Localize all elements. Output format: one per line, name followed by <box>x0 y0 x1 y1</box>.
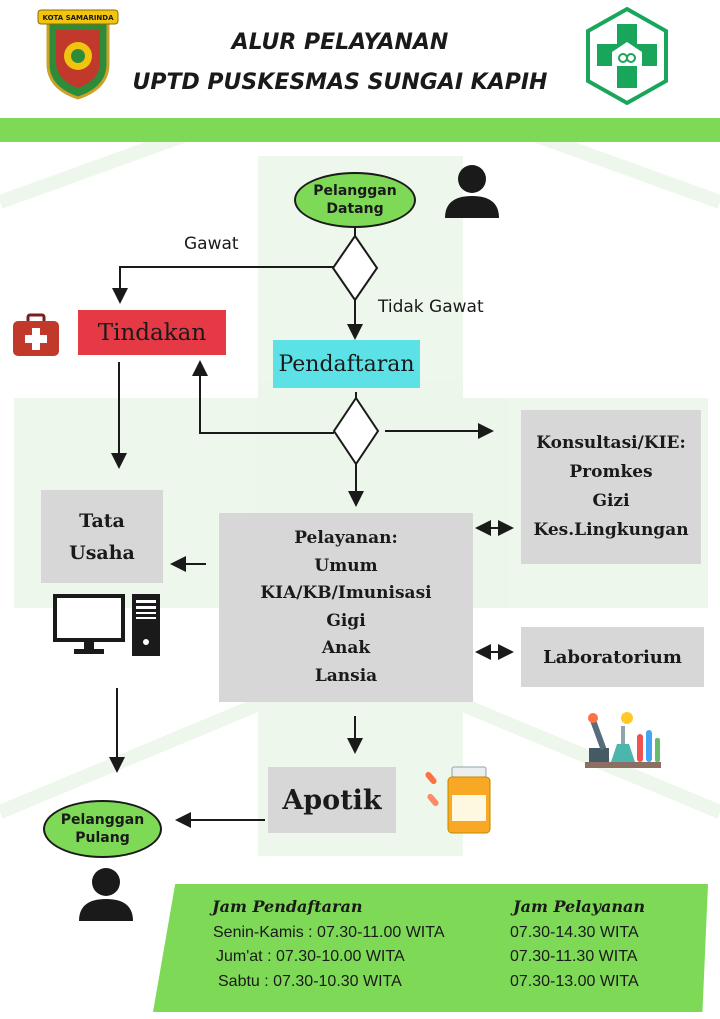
tindakan-label: Tindakan <box>97 319 207 346</box>
service-hours-row: 07.30-11.30 WITA <box>510 948 638 965</box>
pelayanan-item: Anak <box>321 638 371 658</box>
apotik-label: Apotik <box>282 784 382 816</box>
registration-hours-row: Senin-Kamis : 07.30-11.00 WITA <box>213 924 445 941</box>
tata-usaha-box: Tata Usaha <box>41 490 163 583</box>
page-title-line2: UPTD PUSKESMAS SUNGAI KAPIH <box>132 70 548 95</box>
computer-icon <box>53 594 160 656</box>
regional-emblem-icon: KOTA SAMARINDA <box>37 9 119 100</box>
laboratorium-label: Laboratorium <box>543 646 682 668</box>
laboratory-icon <box>585 712 661 768</box>
pelayanan-box: Pelayanan: Umum KIA/KB/Imunisasi Gigi An… <box>219 513 473 702</box>
first-aid-kit-icon <box>13 313 59 356</box>
konsultasi-item: Gizi <box>592 491 630 511</box>
tata-usaha-line: Tata <box>79 509 125 532</box>
konsultasi-title: Konsultasi/KIE: <box>536 433 686 453</box>
registration-hours-row: Jum'at : 07.30-10.00 WITA <box>216 948 405 965</box>
tindakan-box: Tindakan <box>78 310 226 355</box>
pendaftaran-label: Pendaftaran <box>278 351 415 377</box>
header-divider <box>0 118 720 142</box>
puskesmas-logo-icon <box>586 6 668 106</box>
konsultasi-item: Promkes <box>569 462 653 482</box>
gawat-label: Gawat <box>184 234 239 254</box>
pelayanan-item: Lansia <box>314 665 378 686</box>
person-icon <box>445 165 499 218</box>
tata-usaha-line: Usaha <box>69 541 135 564</box>
service-hours-heading: Jam Pelayanan <box>513 897 645 916</box>
end-label: Pelanggan Pulang <box>60 812 145 846</box>
pelayanan-item: Gigi <box>326 610 366 631</box>
konsultasi-item: Kes.Lingkungan <box>533 520 689 540</box>
pelayanan-item: KIA/KB/Imunisasi <box>260 583 432 603</box>
page-title-line1: ALUR PELAYANAN <box>231 30 449 55</box>
pendaftaran-box: Pendaftaran <box>273 340 420 388</box>
laboratorium-box: Laboratorium <box>521 627 704 687</box>
tidak-gawat-label: Tidak Gawat <box>378 297 484 317</box>
medicine-bottle-icon <box>425 766 491 834</box>
person-icon <box>79 868 133 921</box>
registration-hours-heading: Jam Pendaftaran <box>212 897 363 916</box>
start-label: Pelanggan Datang <box>313 183 397 217</box>
pelayanan-title: Pelayanan: <box>294 528 398 548</box>
end-node: Pelanggan Pulang <box>43 800 162 858</box>
pelayanan-item: Umum <box>314 555 378 576</box>
hours-panel <box>153 884 708 1012</box>
apotik-box: Apotik <box>268 767 396 833</box>
registration-hours-row: Sabtu : 07.30-10.30 WITA <box>218 973 402 990</box>
service-hours-row: 07.30-13.00 WITA <box>510 973 639 990</box>
service-hours-row: 07.30-14.30 WITA <box>510 924 639 941</box>
start-node: Pelanggan Datang <box>294 172 416 228</box>
emblem-caption: KOTA SAMARINDA <box>42 14 114 22</box>
konsultasi-box: Konsultasi/KIE: Promkes Gizi Kes.Lingkun… <box>521 410 701 564</box>
